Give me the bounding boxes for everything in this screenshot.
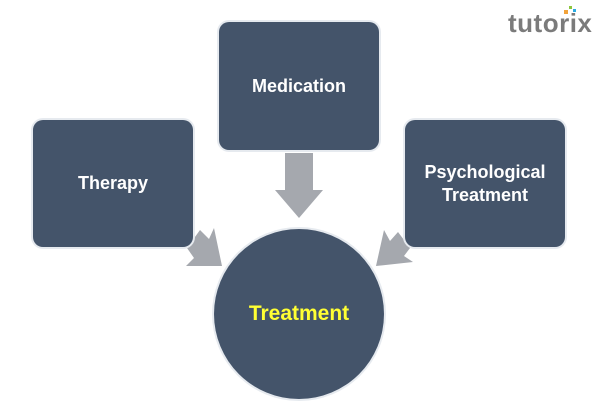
- arrow-from-therapy: [186, 228, 222, 266]
- logo-dots-icon: [564, 6, 576, 14]
- therapy-node: Therapy: [33, 120, 193, 247]
- psychological-treatment-label: Psychological Treatment: [424, 161, 546, 205]
- psychological-treatment-node: Psychological Treatment: [405, 120, 565, 247]
- arrow-down: [275, 153, 323, 218]
- therapy-label: Therapy: [77, 173, 149, 193]
- arrow-from-psychological: [376, 230, 413, 266]
- treatment-center-label: Treatment: [248, 302, 350, 325]
- medication-label: Medication: [251, 75, 346, 96]
- logo-text: tutorix: [508, 8, 593, 38]
- medication-node: Medication: [219, 22, 379, 150]
- treatment-center-node: Treatment: [214, 229, 384, 399]
- tutorix-logo: tutorix: [508, 6, 593, 39]
